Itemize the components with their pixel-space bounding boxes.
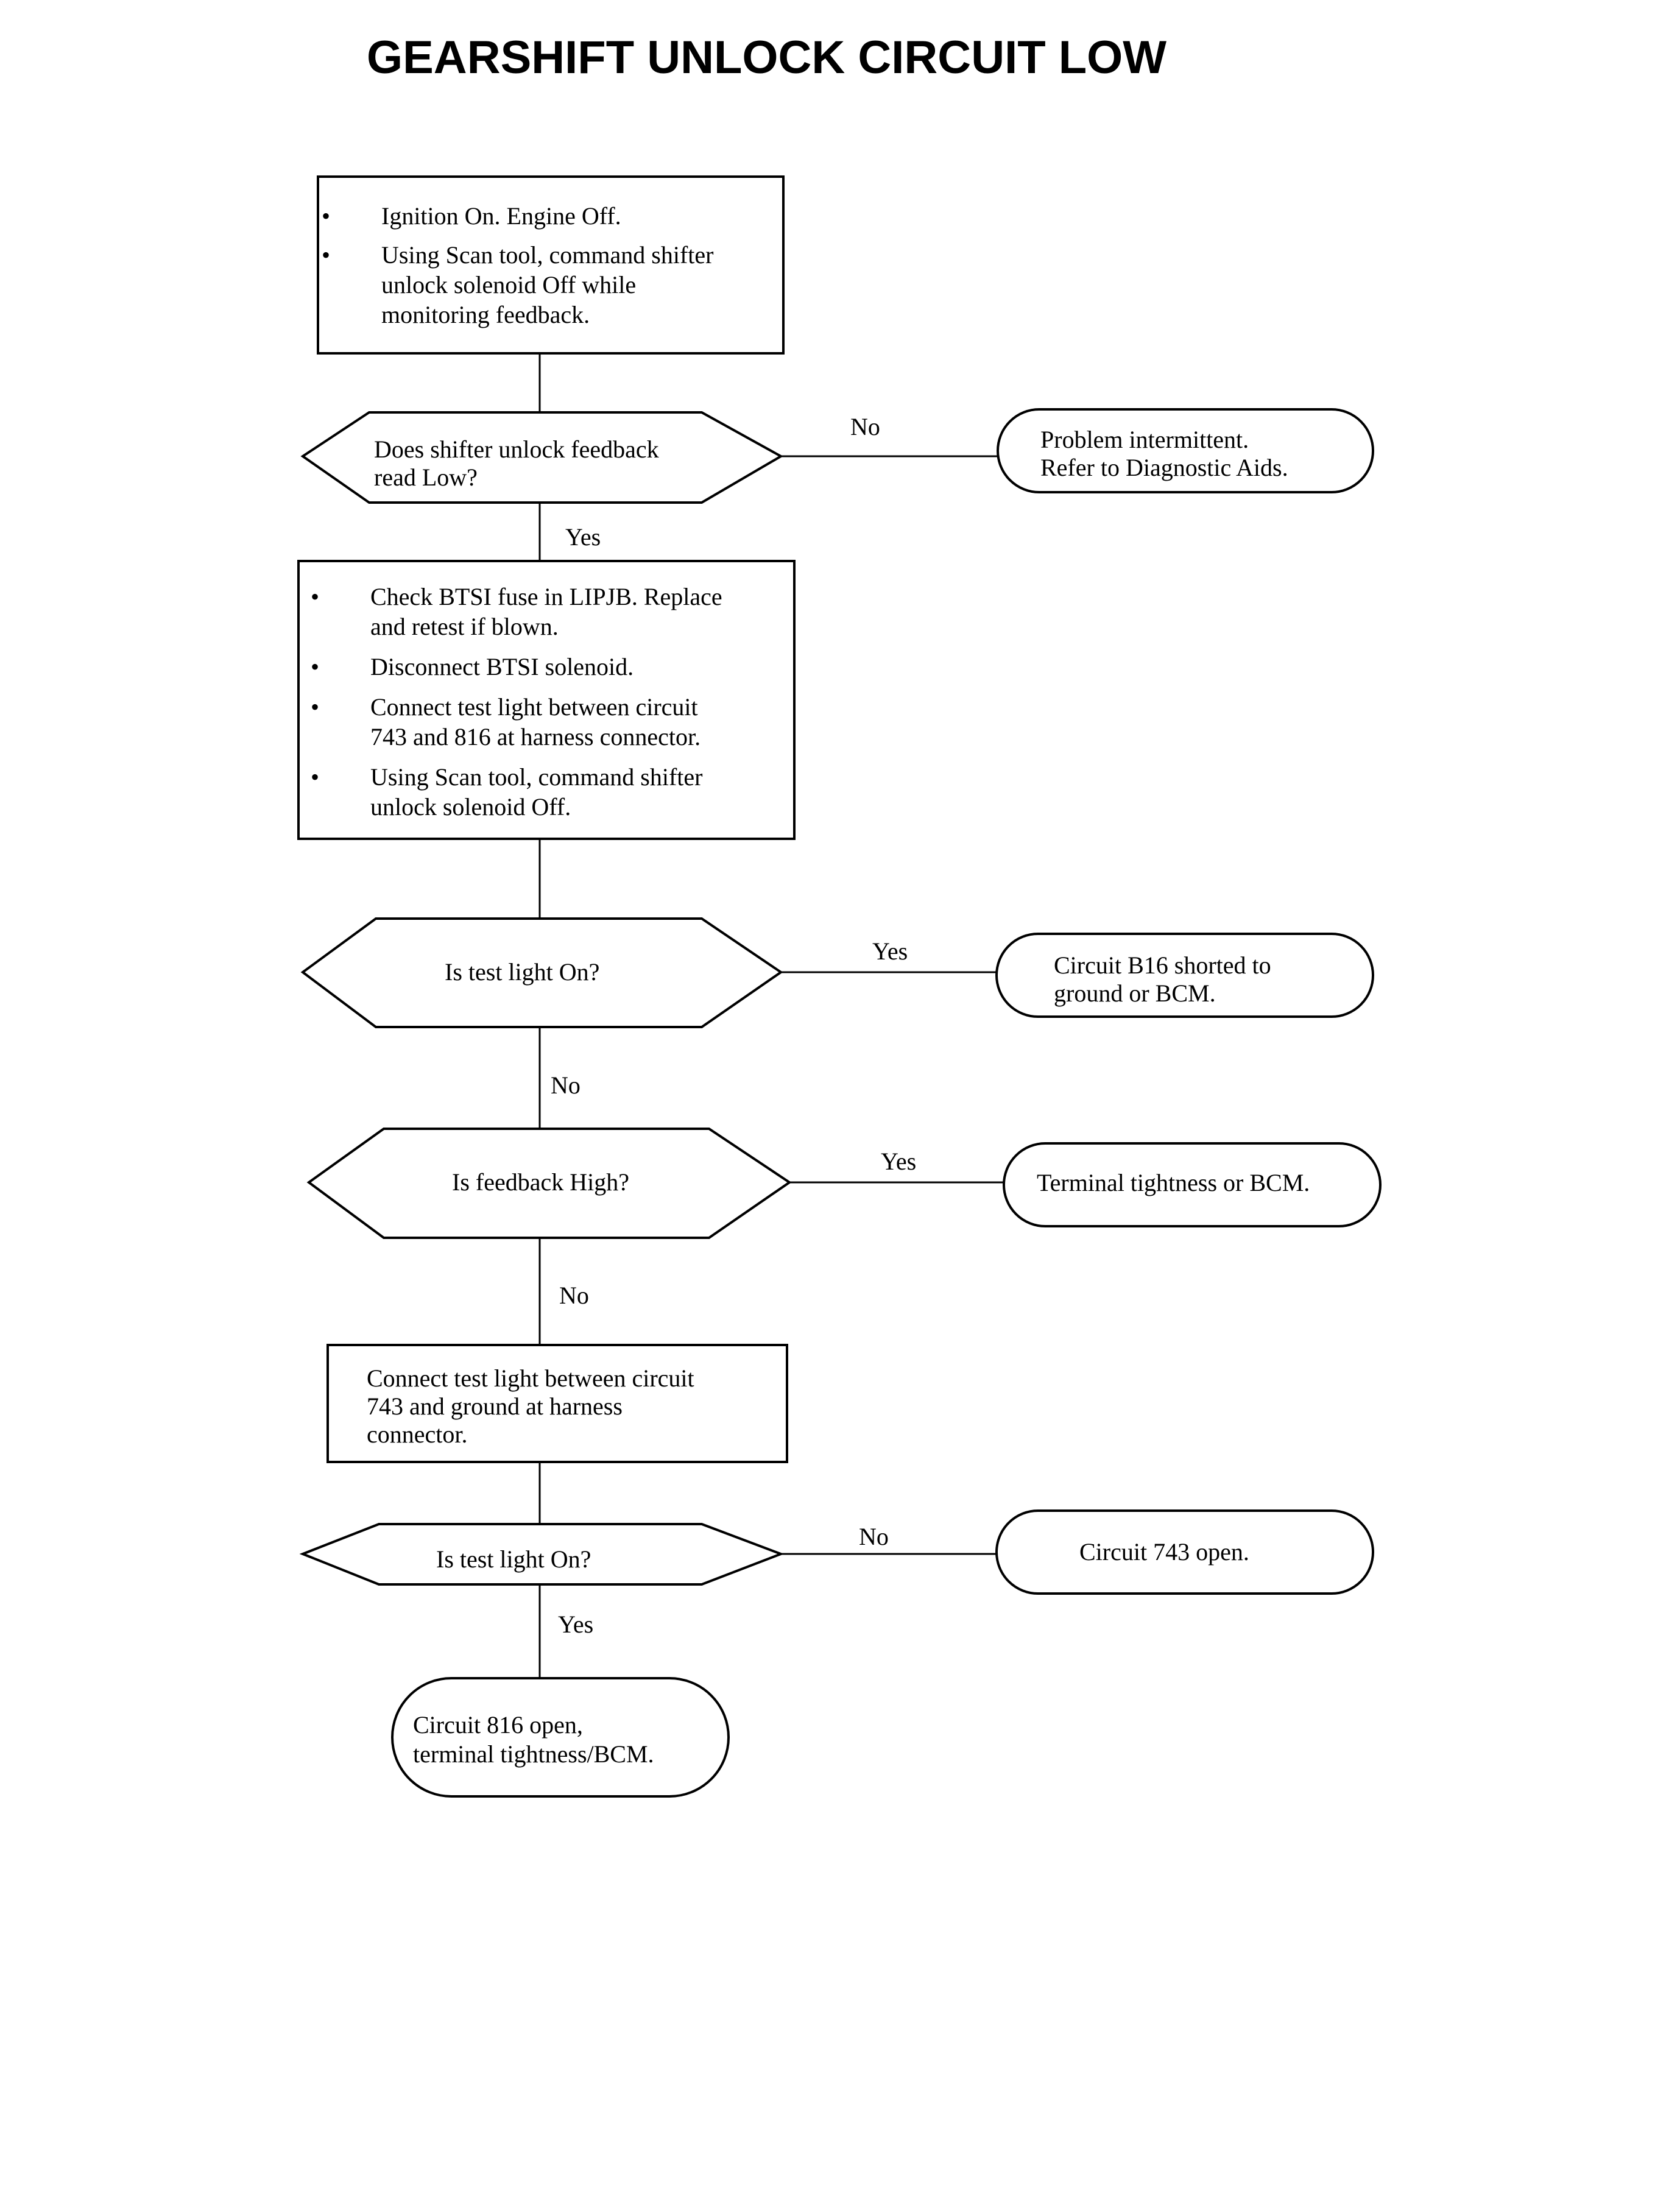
decision-feedback-high: Is feedback High? — [306, 1128, 792, 1239]
decision-feedback-low: Does shifter unlock feedback read Low? — [300, 411, 784, 504]
step-text: Check BTSI fuse in LIPJB. Replace and re… — [370, 583, 729, 640]
edge-label-no: No — [859, 1523, 889, 1550]
decision-hexagon — [300, 917, 783, 1028]
bullet-icon: • — [322, 202, 330, 230]
bullet-icon: • — [322, 241, 330, 269]
edge-label-no: No — [551, 1071, 581, 1099]
edge-label-yes: Yes — [558, 1611, 593, 1638]
edge-label-no: No — [850, 413, 880, 440]
decision-hexagon — [306, 1128, 792, 1239]
step-text-line: Using Scan tool, command shifter — [381, 241, 713, 269]
result-text: Problem intermittent. Refer to Diagnosti… — [1040, 426, 1288, 481]
decision-hexagon — [300, 411, 784, 504]
step-text-line: Disconnect BTSI solenoid. — [370, 653, 634, 680]
decision-text-line: Is test light On? — [436, 1545, 591, 1573]
decision-text: Is test light On? — [445, 958, 599, 986]
decision-text: Is test light On? — [436, 1545, 591, 1573]
result-text-line: Circuit B16 shorted to — [1054, 951, 1271, 979]
step-text-line: monitoring feedback. — [381, 301, 590, 328]
result-circuit-743-open: Circuit 743 open. — [995, 1509, 1374, 1595]
result-text-line: Terminal tightness or BCM. — [1037, 1169, 1310, 1196]
step-box-btsi-check: • Check BTSI fuse in LIPJB. Replace and … — [297, 560, 796, 840]
result-circuit-816-open: Circuit 816 open, terminal tightness/BCM… — [391, 1677, 730, 1798]
decision-text: Is feedback High? — [452, 1168, 629, 1196]
bullet-icon: • — [311, 653, 319, 680]
edge-label-yes: Yes — [565, 523, 601, 551]
result-problem-intermittent: Problem intermittent. Refer to Diagnosti… — [997, 408, 1374, 493]
result-text-line: Refer to Diagnostic Aids. — [1040, 454, 1288, 481]
result-text: Terminal tightness or BCM. — [1037, 1169, 1310, 1196]
result-text: Circuit 743 open. — [1079, 1538, 1249, 1566]
page-title: GEARSHIFT UNLOCK CIRCUIT LOW — [367, 32, 1166, 83]
step-text-line: and retest if blown. — [370, 613, 559, 640]
bullet-item: • Ignition On. Engine Off. — [322, 202, 621, 230]
step-text: Using Scan tool, command shifter unlock … — [370, 763, 708, 821]
result-terminator — [997, 408, 1374, 493]
bullet-icon: • — [311, 693, 319, 721]
step-text-line: unlock solenoid Off. — [370, 793, 571, 821]
bullet-item: • Using Scan tool, command shifter unloc… — [311, 763, 708, 821]
result-text-line: ground or BCM. — [1054, 980, 1216, 1007]
result-terminator — [995, 1509, 1374, 1595]
edge-label-no: No — [559, 1282, 589, 1309]
decision-text-line: Does shifter unlock feedback — [374, 436, 659, 463]
step-text-line: Using Scan tool, command shifter — [370, 763, 702, 791]
step-text-line: 743 and 816 at harness connector. — [370, 723, 701, 750]
decision-hexagon — [299, 1523, 785, 1586]
result-terminator — [1003, 1142, 1382, 1227]
decision-text: Does shifter unlock feedback read Low? — [374, 436, 665, 491]
step-text-line: 743 and ground at harness — [367, 1393, 623, 1420]
edge-label-yes: Yes — [881, 1148, 916, 1175]
bullet-item: • Check BTSI fuse in LIPJB. Replace and … — [311, 583, 729, 640]
step-text: Connect test light between circuit 743 a… — [367, 1364, 701, 1448]
step-text: Ignition On. Engine Off. — [381, 202, 621, 230]
step-box-ignition: • Ignition On. Engine Off. • Using Scan … — [317, 175, 785, 355]
connectors — [538, 353, 1004, 1678]
result-terminator — [995, 933, 1374, 1018]
step-text: Connect test light between circuit 743 a… — [370, 693, 704, 750]
bullet-icon: • — [311, 763, 319, 791]
bullet-item: • Connect test light between circuit 743… — [311, 693, 704, 750]
step-text-line: connector. — [367, 1421, 468, 1448]
step-text-line: Connect test light between circuit — [367, 1364, 694, 1392]
step-box-frame — [297, 560, 796, 840]
step-text-line: Ignition On. Engine Off. — [381, 202, 621, 230]
step-box-frame — [326, 1344, 788, 1463]
bullet-icon: • — [311, 583, 319, 610]
decision-text-line: Is feedback High? — [452, 1168, 629, 1196]
decision-test-light-on-ground: Is test light On? — [299, 1523, 785, 1586]
step-text: Using Scan tool, command shifter unlock … — [381, 241, 719, 328]
edge-label-yes: Yes — [872, 937, 908, 965]
result-text-line: Problem intermittent. — [1040, 426, 1249, 453]
step-box-test-light-ground: Connect test light between circuit 743 a… — [326, 1344, 788, 1463]
decision-text-line: Is test light On? — [445, 958, 599, 986]
step-text-line: unlock solenoid Off while — [381, 271, 636, 298]
step-text: Disconnect BTSI solenoid. — [370, 653, 634, 680]
result-text-line: terminal tightness/BCM. — [413, 1740, 654, 1768]
step-text-line: Connect test light between circuit — [370, 693, 698, 721]
bullet-item: • Using Scan tool, command shifter unloc… — [322, 241, 719, 328]
result-text: Circuit B16 shorted to ground or BCM. — [1054, 951, 1277, 1007]
result-terminal-tightness: Terminal tightness or BCM. — [1003, 1142, 1382, 1227]
result-terminator — [391, 1677, 730, 1798]
decision-text-line: read Low? — [374, 464, 478, 491]
result-circuit-b16-shorted: Circuit B16 shorted to ground or BCM. — [995, 933, 1374, 1018]
result-text-line: Circuit 816 open, — [413, 1711, 583, 1739]
step-text-line: Check BTSI fuse in LIPJB. Replace — [370, 583, 722, 610]
result-text: Circuit 816 open, terminal tightness/BCM… — [413, 1711, 654, 1768]
step-box-frame — [317, 175, 785, 355]
result-text-line: Circuit 743 open. — [1079, 1538, 1249, 1566]
decision-test-light-on: Is test light On? — [300, 917, 783, 1028]
bullet-item: • Disconnect BTSI solenoid. — [311, 653, 634, 680]
